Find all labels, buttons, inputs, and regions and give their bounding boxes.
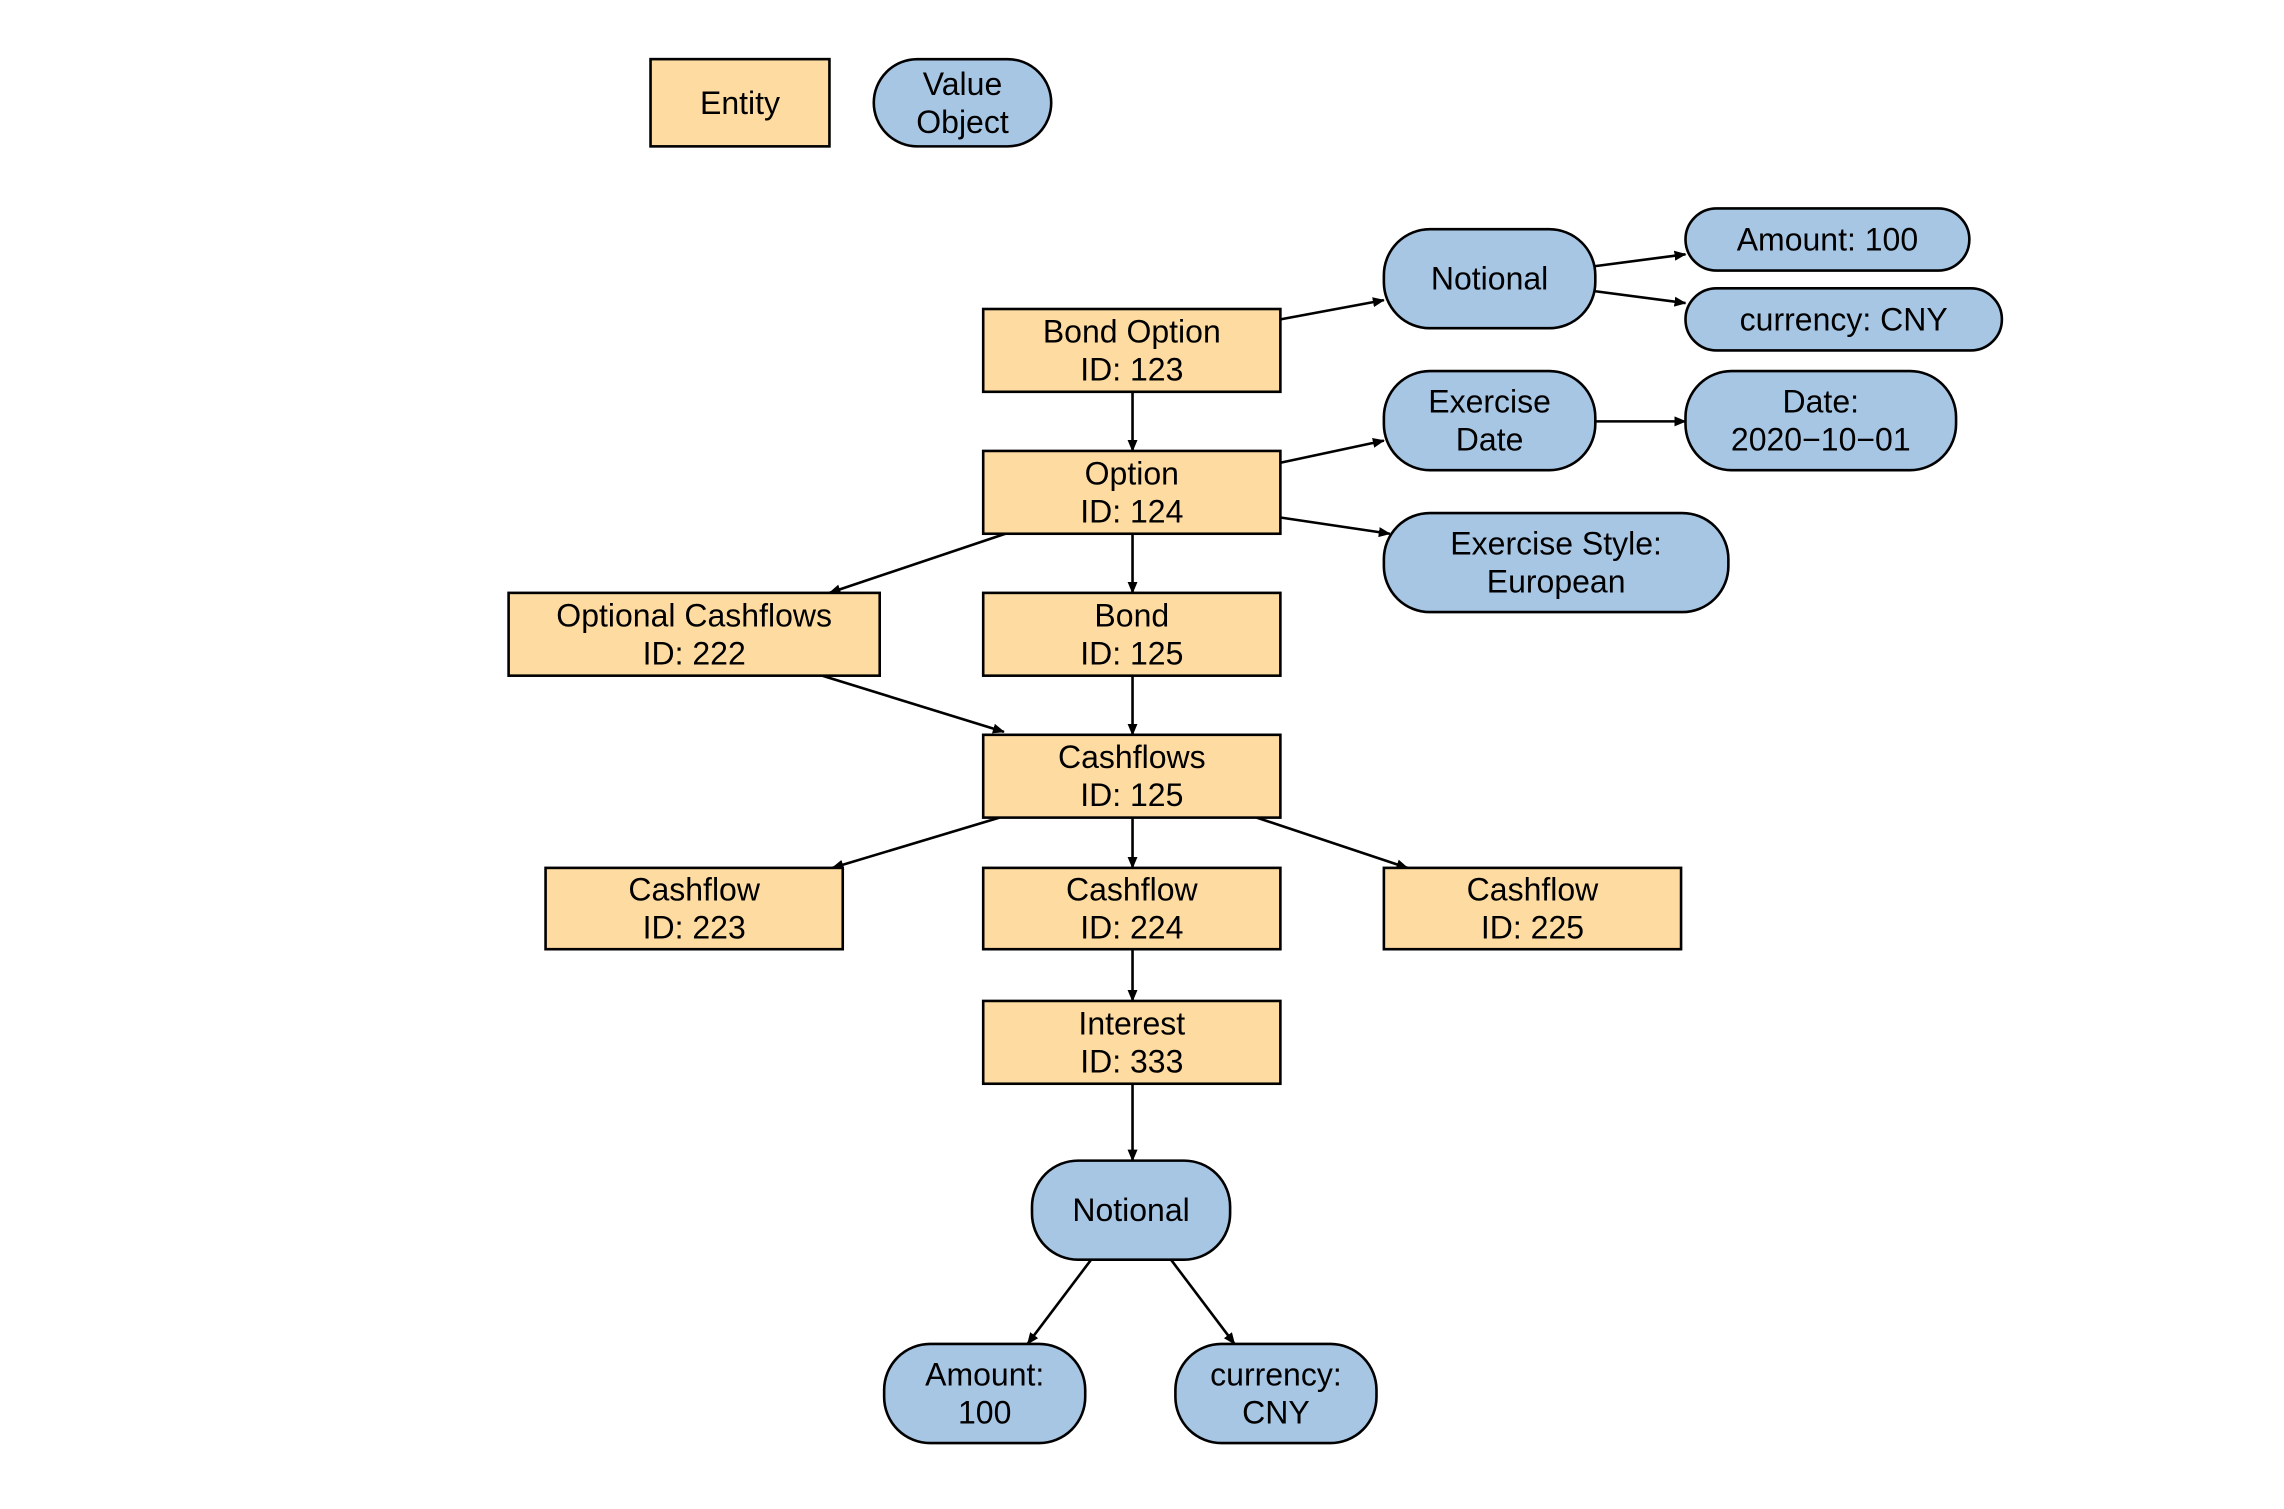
node-date-value-shape	[1684, 369, 1958, 472]
node-notional-top-label-line-1: Notional	[1431, 261, 1548, 297]
legend-entity-shape	[649, 57, 831, 148]
node-exercise-style[interactable]: Exercise Style:European	[1382, 511, 1730, 614]
node-notional-bottom-label-line-1: Notional	[1072, 1192, 1189, 1228]
node-cashflow-224-shape	[981, 866, 1282, 951]
edge-cashflows-to-cashflow_223	[831, 816, 1000, 870]
node-notional-top[interactable]: Notional	[1382, 227, 1597, 330]
node-optional-cashflows-label-line-1: Optional Cashflows	[556, 597, 832, 633]
node-currency-bottom-label-line-2: CNY	[1242, 1394, 1310, 1430]
node-currency-bottom-label-line-1: currency:	[1210, 1356, 1342, 1392]
legend-entity[interactable]: Entity	[649, 57, 831, 148]
node-cashflow-225-label-line-2: ID: 225	[1481, 910, 1584, 946]
edge-bond_option-to-notional_top	[1280, 297, 1385, 321]
node-currency-bottom-shape	[1174, 1342, 1378, 1445]
node-bond-option-label-line-1: Bond Option	[1043, 313, 1221, 349]
edge-notional_bottom-to-amount_bottom	[1026, 1258, 1093, 1345]
node-cashflows-label-line-1: Cashflows	[1058, 739, 1206, 775]
node-interest-label-line-2: ID: 333	[1080, 1043, 1183, 1079]
node-currency-top-label-line-1: currency: CNY	[1740, 301, 1948, 337]
edge-option-to-optional_cashflows	[828, 532, 1006, 595]
node-currency-top[interactable]: currency: CNY	[1684, 287, 2004, 352]
node-option-shape	[981, 449, 1282, 536]
node-exercise-date-shape	[1382, 369, 1597, 472]
node-amount-top[interactable]: Amount: 100	[1684, 207, 1971, 272]
node-cashflow-223-shape	[544, 866, 845, 951]
node-cashflow-223-label-line-2: ID: 223	[643, 910, 746, 946]
node-option-label-line-2: ID: 124	[1080, 493, 1183, 529]
edge-notional_bottom-to-currency_bottom	[1169, 1258, 1236, 1345]
node-exercise-style-label-line-2: European	[1487, 564, 1626, 600]
edge-layer	[821, 250, 1687, 1345]
node-cashflows-label-line-2: ID: 125	[1080, 777, 1183, 813]
node-amount-top-label-line-1: Amount: 100	[1737, 222, 1918, 258]
node-currency-top-shape	[1684, 287, 2004, 352]
node-amount-bottom[interactable]: Amount:100	[882, 1342, 1087, 1445]
node-optional-cashflows-shape	[507, 591, 882, 677]
node-bond-option-shape	[981, 307, 1282, 394]
node-optional-cashflows-label-line-2: ID: 222	[643, 635, 746, 671]
node-cashflow-224-label-line-2: ID: 224	[1080, 910, 1183, 946]
node-amount-bottom-label-line-2: 100	[958, 1394, 1011, 1430]
node-cashflow-225-shape	[1382, 866, 1683, 951]
node-notional-top-shape	[1382, 227, 1597, 330]
node-cashflows-shape	[981, 733, 1282, 819]
node-date-value[interactable]: Date:2020−10−01	[1684, 369, 1958, 472]
node-amount-top-shape	[1684, 207, 1971, 272]
node-cashflow-225-label-line-1: Cashflow	[1467, 872, 1600, 908]
node-currency-bottom[interactable]: currency:CNY	[1174, 1342, 1378, 1445]
node-notional-bottom-shape	[1030, 1159, 1232, 1261]
legend-entity-label-line-1: Entity	[700, 85, 780, 121]
node-date-value-label-line-1: Date:	[1783, 384, 1859, 420]
node-bond-shape	[981, 591, 1282, 677]
legend-value-object-label-line-1: Value	[923, 66, 1002, 102]
node-bond-label-line-2: ID: 125	[1080, 635, 1183, 671]
node-bond-option-label-line-2: ID: 123	[1080, 351, 1183, 387]
node-amount-bottom-label-line-1: Amount:	[925, 1356, 1044, 1392]
node-bond-label-line-1: Bond	[1094, 597, 1169, 633]
node-exercise-style-label-line-1: Exercise Style:	[1450, 526, 1662, 562]
edge-notional_top-to-currency_top	[1595, 289, 1687, 307]
node-exercise-style-shape	[1382, 511, 1730, 614]
legend-value-object-shape	[872, 57, 1053, 148]
node-exercise-date-label-line-1: Exercise	[1428, 384, 1551, 420]
edge-cashflows-to-cashflow_225	[1256, 816, 1409, 870]
node-notional-bottom[interactable]: Notional	[1030, 1159, 1232, 1261]
node-date-value-label-line-2: 2020−10−01	[1731, 422, 1911, 458]
node-amount-bottom-shape	[882, 1342, 1087, 1445]
node-cashflow-224-label-line-1: Cashflow	[1066, 872, 1199, 908]
edge-optional_cashflows-to-cashflows	[821, 674, 1005, 734]
edge-option-to-exercise_date	[1280, 438, 1385, 465]
legend-value-object-label-line-2: Object	[916, 104, 1009, 140]
node-interest-label-line-1: Interest	[1078, 1005, 1185, 1041]
node-cashflow-223-label-line-1: Cashflow	[628, 872, 761, 908]
node-option-label-line-1: Option	[1085, 455, 1179, 491]
edge-notional_top-to-amount_top	[1595, 250, 1687, 268]
node-exercise-date-label-line-2: Date	[1456, 422, 1524, 458]
node-interest-shape	[981, 999, 1282, 1086]
edge-option-to-exercise_style	[1280, 516, 1391, 538]
